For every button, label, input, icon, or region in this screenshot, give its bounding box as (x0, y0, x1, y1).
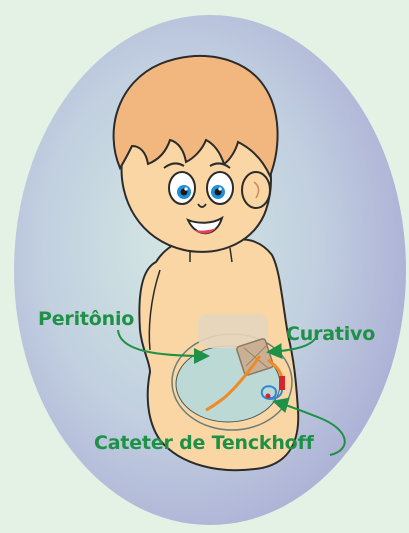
ear (242, 172, 270, 208)
label-peritonio: Peritônio (38, 308, 134, 330)
label-curativo: Curativo (286, 323, 375, 345)
catheter-cap (266, 394, 271, 399)
catheter-connector (279, 376, 285, 390)
label-cateter: Cateter de Tenckhoff (94, 432, 314, 454)
